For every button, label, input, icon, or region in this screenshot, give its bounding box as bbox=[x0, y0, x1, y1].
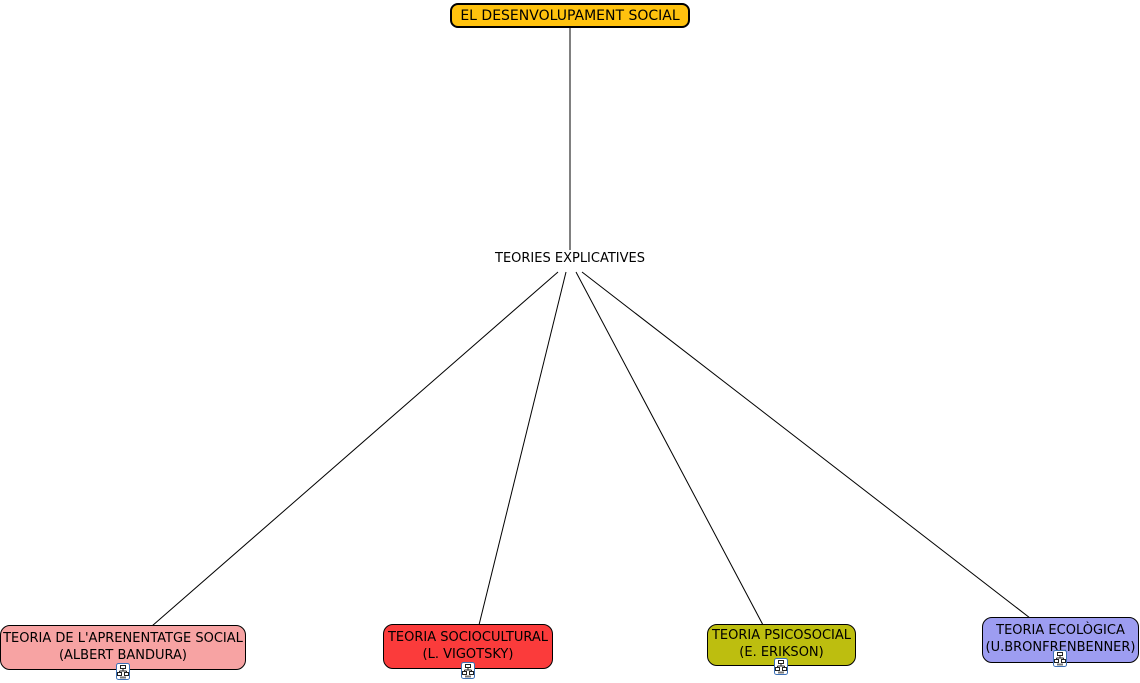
concept-label-line2: (L. VIGOTSKY) bbox=[422, 646, 514, 662]
edge-phrase-to-leaf-1 bbox=[478, 271, 567, 626]
edge-phrase-to-leaf-3 bbox=[581, 271, 1031, 619]
linked-map-icon[interactable] bbox=[116, 663, 130, 680]
concept-label-line2: (E. ERIKSON) bbox=[739, 645, 824, 660]
concept-label-line2: (U.BRONFRENBENNER) bbox=[985, 640, 1136, 655]
concept-label-line1: TEORIA SOCIOCULTURAL bbox=[387, 629, 549, 645]
concept-node-aprenentatge-social[interactable]: TEORIA DE L'APRENENTATGE SOCIAL (ALBERT … bbox=[0, 625, 246, 670]
concept-label-line1: TEORIA DE L'APRENENTATGE SOCIAL bbox=[3, 630, 243, 646]
concept-label-line1: TEORIA ECOLÒGICA bbox=[996, 623, 1125, 639]
concept-label-line2: (ALBERT BANDURA) bbox=[58, 647, 188, 663]
linked-map-icon[interactable] bbox=[774, 658, 788, 675]
linking-phrase[interactable]: TEORIES EXPLICATIVES bbox=[493, 251, 647, 266]
concept-node-root[interactable]: EL DESENVOLUPAMENT SOCIAL bbox=[450, 3, 690, 28]
edge-phrase-to-leaf-0 bbox=[151, 271, 559, 627]
concept-label-line1: TEORIA PSICOSOCIAL bbox=[711, 628, 852, 644]
linked-map-icon[interactable] bbox=[1053, 650, 1067, 667]
linked-map-icon[interactable] bbox=[461, 662, 475, 679]
edge-phrase-to-leaf-2 bbox=[575, 271, 764, 626]
concept-node-ecologica[interactable]: TEORIA ECOLÒGICA (U.BRONFRENBENNER) bbox=[982, 617, 1139, 663]
concept-node-root-label: EL DESENVOLUPAMENT SOCIAL bbox=[460, 7, 680, 24]
